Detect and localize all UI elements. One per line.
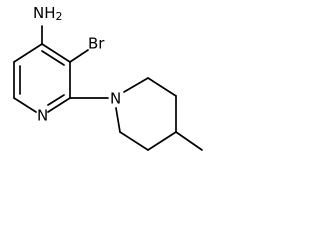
bond-c4p-cc xyxy=(147,131,177,151)
bond-c3-br xyxy=(69,49,89,63)
pyridine-ring xyxy=(13,43,71,113)
piperidine-nitrogen-label: N xyxy=(110,90,121,108)
bond-cc-cd xyxy=(119,131,149,151)
double-bond-n1-c2 xyxy=(47,94,65,106)
bond-c3-c4 xyxy=(41,43,71,63)
piperidine-ring xyxy=(115,77,177,151)
bond-c4-c5 xyxy=(13,43,43,63)
bond-c4p-methyl xyxy=(175,131,203,151)
bond-npip-ca xyxy=(123,77,149,93)
bond-n1-c2 xyxy=(47,97,71,113)
double-bond-c3-c4 xyxy=(41,50,65,66)
bond-ca-cb xyxy=(147,77,177,97)
bond-c6-n1 xyxy=(13,97,37,113)
amine-label: NH2 xyxy=(33,4,63,24)
pyridine-nitrogen-label: N xyxy=(37,107,48,125)
bromine-label: Br xyxy=(88,35,105,53)
chemical-structure: NH2 Br N N xyxy=(13,4,203,151)
bond-cd-npip xyxy=(115,107,121,133)
